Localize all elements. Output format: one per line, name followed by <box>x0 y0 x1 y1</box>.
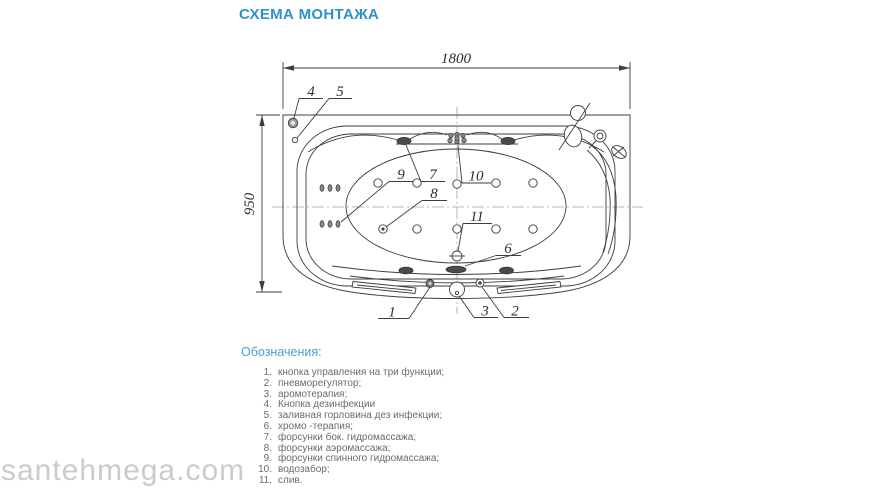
legend-item-number: 3. <box>263 388 272 400</box>
legend-item: 3. аромотерапия; <box>240 388 444 401</box>
legend-item-number: 7. <box>263 431 272 443</box>
callout-2: 2 <box>481 286 529 320</box>
side-hydro-fixture-left <box>396 136 412 145</box>
legend-item-text: кнопка управления на три функции; <box>278 367 445 378</box>
shower-hose <box>591 145 617 255</box>
callout-6: 6 <box>464 241 521 267</box>
callout-4: 4 <box>293 84 323 119</box>
legend-item: 4. Кнопка дезинфекции <box>240 400 444 411</box>
legend-item-number: 2. <box>263 377 272 389</box>
svg-text:8: 8 <box>430 186 438 202</box>
callout-7: 7 <box>405 144 445 183</box>
legend-item-number: 5. <box>263 410 272 422</box>
legend-item-text: форсунки аэромассажа; <box>278 442 391 454</box>
grab-handles <box>351 281 562 294</box>
deck-jet-fixtures <box>396 131 516 275</box>
svg-text:6: 6 <box>504 241 512 257</box>
page-title: СХЕМА МОНТАЖА <box>239 6 380 23</box>
shower-head-icon <box>563 124 583 148</box>
callouts: 4 5 9 7 10 <box>293 84 529 321</box>
legend-item-number: 10. <box>258 464 272 476</box>
legend-item: 10. водозабор; <box>240 464 444 476</box>
dimension-height: 950 <box>242 114 282 293</box>
water-intake-cluster <box>447 131 467 145</box>
centerlines <box>272 107 643 314</box>
callout-9: 9 <box>340 167 413 223</box>
legend-item-number: 6. <box>263 420 272 432</box>
callout-11: 11 <box>457 209 492 252</box>
callout-3: 3 <box>458 295 498 320</box>
deck-buttons-topleft <box>287 117 299 144</box>
legend-list: 1. кнопка управления на три функции; 2. пн… <box>240 367 445 487</box>
dimension-width-label: 1800 <box>441 51 472 67</box>
chromotherapy-fixture <box>445 265 467 274</box>
legend-heading: Обозначения: <box>241 345 322 359</box>
legend-item-text: аромотерапия; <box>278 388 348 400</box>
legend-item: 1. кнопка управления на три функции; <box>240 367 445 379</box>
svg-text:2: 2 <box>511 304 519 320</box>
svg-text:11: 11 <box>470 209 484 225</box>
aero-jets <box>373 178 538 234</box>
svg-text:1: 1 <box>388 305 396 321</box>
svg-text:7: 7 <box>429 167 438 183</box>
svg-text:4: 4 <box>307 84 315 100</box>
legend-item-number: 4. <box>263 399 272 411</box>
legend-item: 11. слив. <box>240 474 444 487</box>
callout-1: 1 <box>378 286 431 321</box>
dimension-width: 1800 <box>282 51 631 109</box>
legend-item: 5. заливная горловина дез инфекции; <box>240 410 444 422</box>
shower-mixer-group <box>558 102 627 255</box>
legend-item: 7. форсунки бок. гидромассажа; <box>240 431 444 444</box>
legend-item-text: форсунки спинного гидромассажа; <box>278 453 440 465</box>
legend-item-number: 8. <box>263 442 272 454</box>
callout-8: 8 <box>385 186 447 228</box>
side-hydro-fixture-right <box>500 136 516 145</box>
legend-item-text: форсунки бок. гидромассажа; <box>278 431 417 443</box>
hose-connector <box>593 129 607 143</box>
control-buttons <box>425 278 485 298</box>
legend-item: 2. пневморегулятор; <box>240 377 444 390</box>
legend-item-text: слив. <box>278 474 303 486</box>
legend-item: 9. форсунки спинного гидромассажа; <box>240 454 444 465</box>
svg-text:9: 9 <box>397 167 405 183</box>
legend-item-text: заливная горловина дез инфекции; <box>278 410 443 422</box>
watermark: santehmega.com <box>1 454 246 487</box>
basin-oval <box>345 148 567 264</box>
svg-text:5: 5 <box>336 84 344 100</box>
legend-item: 8. форсунки аэромассажа; <box>240 442 444 455</box>
svg-text:10: 10 <box>469 169 485 185</box>
aromatherapy-knob <box>449 281 465 298</box>
dimension-height-label: 950 <box>242 192 258 215</box>
spine-jets <box>319 184 341 228</box>
legend-item-text: пневморегулятор; <box>278 377 362 389</box>
legend-item-text: хромо -терапия; <box>278 420 354 432</box>
legend-item-number: 9. <box>263 453 272 465</box>
disinfection-filler-neck <box>291 136 299 144</box>
legend-item-text: водозабор; <box>278 464 330 476</box>
legend-item-number: 11. <box>258 474 272 486</box>
legend-item: 6. хромо -терапия; <box>240 420 444 433</box>
legend-item-number: 1. <box>263 367 272 378</box>
callout-5: 5 <box>296 84 352 139</box>
callout-10: 10 <box>457 144 491 185</box>
svg-text:3: 3 <box>480 304 489 320</box>
legend-item-text: Кнопка дезинфекции <box>278 399 376 411</box>
drain <box>449 250 465 262</box>
